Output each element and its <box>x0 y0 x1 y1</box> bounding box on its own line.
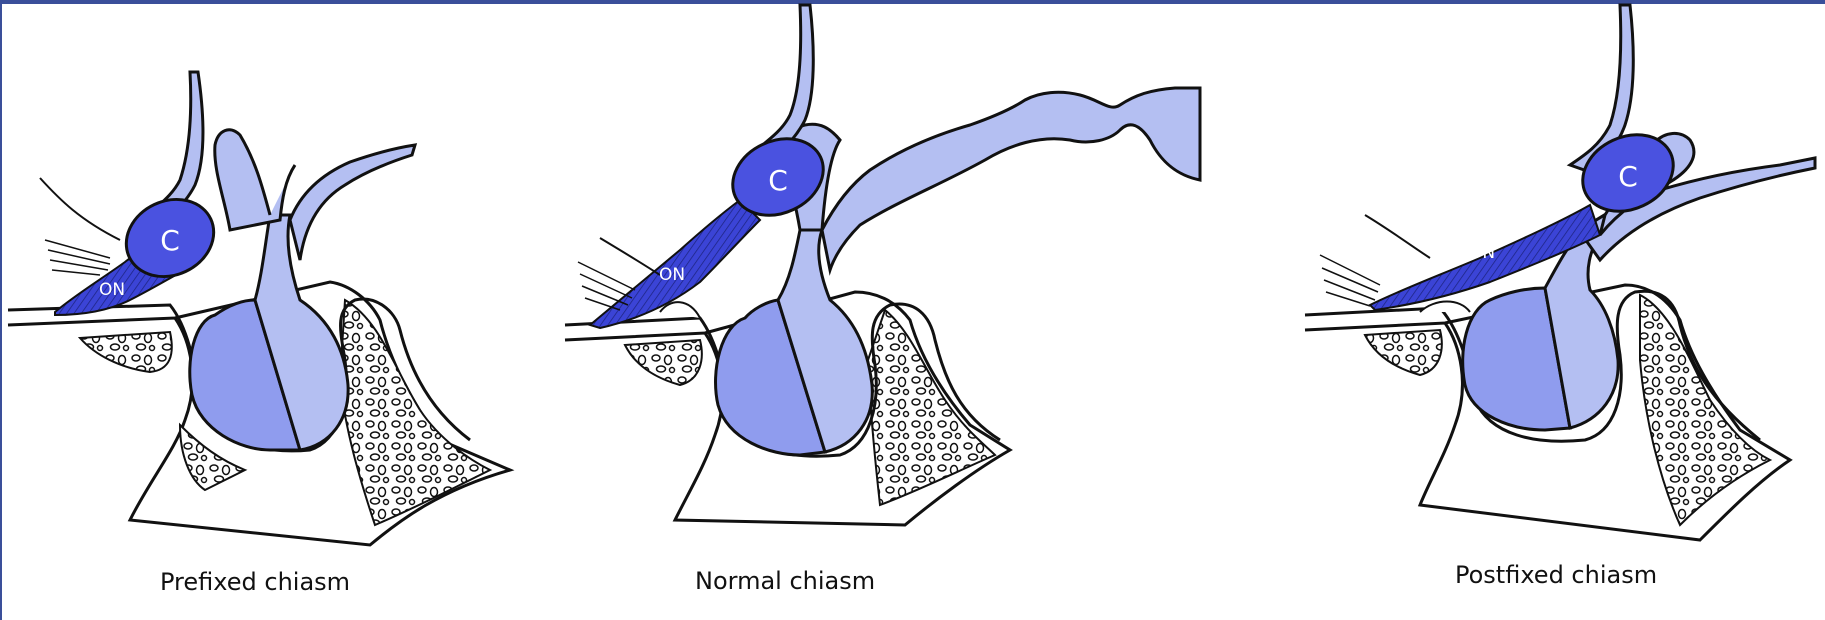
bone-cells-dorsum <box>868 310 995 505</box>
chiasm-label: C <box>768 164 788 197</box>
ophthalmic-artery-tuft <box>45 240 110 275</box>
carotid-bulge <box>1420 302 1470 313</box>
panel-postfixed: C ON <box>1305 5 1815 540</box>
frontal-lobe-edge <box>600 238 660 275</box>
panel-normal: C ON <box>565 5 1200 525</box>
caption-normal: Normal chiasm <box>695 567 875 595</box>
ophthalmic-artery-tuft <box>1320 255 1380 306</box>
frontal-lobe-edge <box>1365 215 1430 258</box>
panel-prefixed: C ON <box>8 72 510 545</box>
chiasm-label: C <box>1618 160 1638 193</box>
caption-prefixed: Prefixed chiasm <box>160 568 350 596</box>
third-ventricle-wall <box>822 88 1200 270</box>
optic-nerve-label: ON <box>1469 243 1495 263</box>
optic-nerve-label: ON <box>659 265 685 285</box>
bone-cells-front <box>80 332 172 372</box>
bone-cells-front <box>625 340 702 385</box>
caption-postfixed: Postfixed chiasm <box>1455 561 1657 589</box>
frontal-lobe-edge <box>40 178 120 240</box>
chiasm-label: C <box>160 224 180 257</box>
optic-nerve-label: ON <box>99 280 125 300</box>
bone-cells-front <box>1365 330 1442 375</box>
third-ventricle-wall <box>290 145 415 260</box>
